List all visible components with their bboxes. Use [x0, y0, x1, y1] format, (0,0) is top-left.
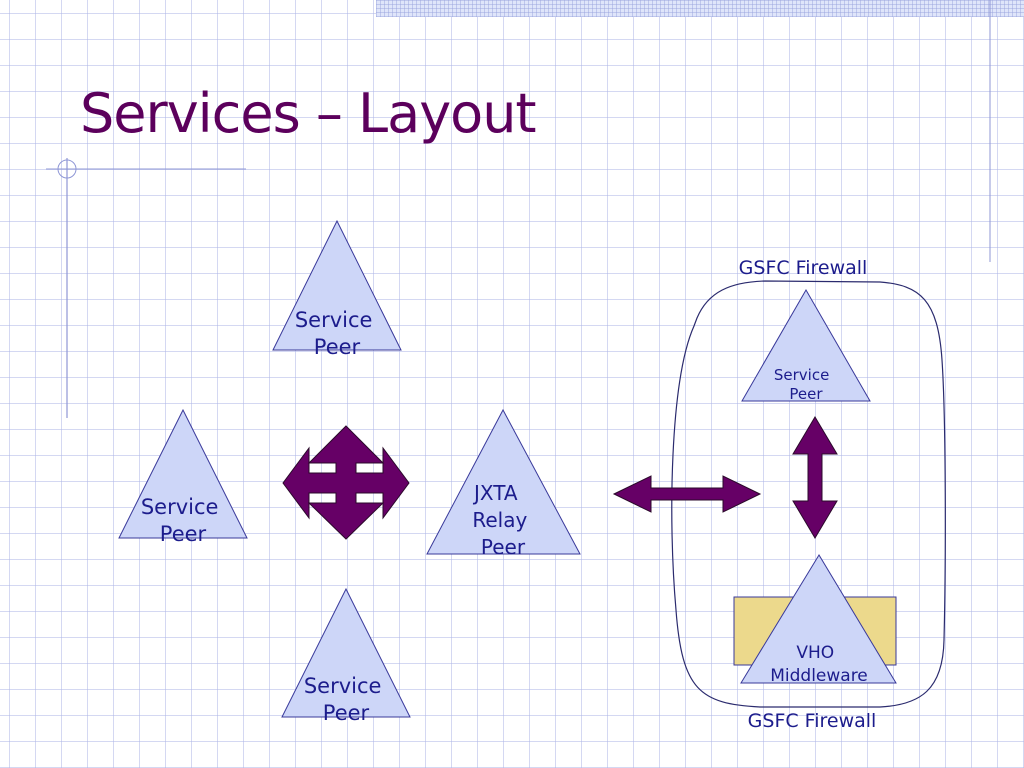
firewall-boundary — [671, 280, 946, 708]
service-peer-top-triangle — [272, 219, 402, 351]
top-decorative-band — [376, 0, 1024, 17]
firewall-bottom-label: GSFC Firewall — [748, 710, 877, 732]
service-peer-left-triangle — [118, 408, 248, 539]
jxta-relay-peer-label-line2: Relay — [472, 508, 527, 532]
service-peer-left-label: Service Peer — [141, 495, 225, 546]
service-peer-inside-triangle — [741, 288, 871, 402]
service-peer-bottom-label-line1: Service — [304, 674, 382, 698]
four-way-arrow — [282, 425, 410, 540]
jxta-relay-peer-label-line1: JXTA — [472, 481, 518, 505]
service-peer-inside-label-line1: Service — [774, 366, 829, 384]
service-peer-top-label: Service Peer — [295, 308, 379, 359]
vho-middleware-label: VHO Middleware — [770, 643, 868, 686]
vho-middleware-triangle — [740, 554, 897, 684]
jxta-relay-peer-label: JXTA Relay Peer — [472, 481, 534, 559]
title-crosshair-decoration — [46, 158, 246, 418]
jxta-relay-peer-label-line3: Peer — [481, 535, 526, 559]
service-peer-top-label-line2: Peer — [314, 335, 361, 359]
slide-title: Services – Layout — [80, 82, 537, 145]
service-peer-top-label-line1: Service — [295, 308, 373, 332]
firewall-top-label: GSFC Firewall — [739, 257, 868, 279]
service-peer-bottom-triangle — [281, 587, 411, 718]
jxta-relay-peer-triangle — [426, 408, 581, 555]
service-peer-bottom-label-line2: Peer — [323, 701, 370, 725]
vho-middleware-label-line1: VHO — [796, 643, 834, 663]
vho-middleware-label-line2: Middleware — [770, 666, 868, 686]
vertical-double-arrow — [792, 416, 838, 539]
service-peer-left-label-line2: Peer — [160, 522, 207, 546]
service-peer-bottom-label: Service Peer — [304, 674, 388, 725]
service-peer-inside-label: Service Peer — [774, 366, 834, 403]
service-peer-inside-label-line2: Peer — [789, 385, 823, 403]
service-peer-left-label-line1: Service — [141, 495, 219, 519]
horizontal-double-arrow — [612, 475, 762, 513]
